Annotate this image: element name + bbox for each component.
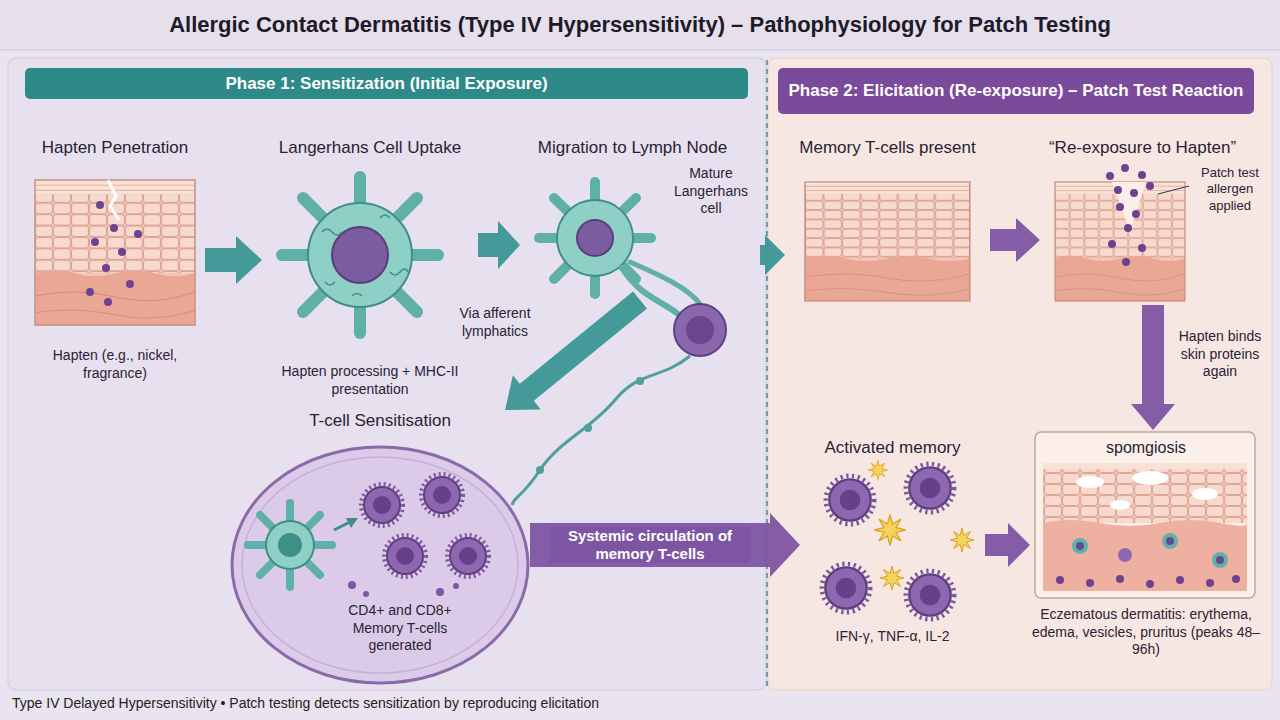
stage-note: CD4+ and CD8+ Memory T-cells generated [325,602,475,655]
histology-box: spomgiosisEczematous dermatitis: erythem… [1030,430,1262,668]
stage-heading: Migration to Lymph Node [520,137,745,158]
lymph-node: T-cell SensitisationCD4+ and CD8+ Memory… [230,410,530,688]
histology-heading: spomgiosis [1030,438,1262,458]
stage-heading: Activated memory [800,437,985,458]
cell-stage: Migration to Lymph NodeMature Langerhans… [520,135,760,300]
flow-arrow [990,218,1040,262]
phase-panel: Phase 2: Elicitation (Re-exposure) – Pat… [768,58,1272,690]
flow-arrow [478,221,520,269]
stage-heading: Hapten Penetration [25,137,205,158]
cell-cluster: Activated memoryIFN-γ, TNF-α, IL-2 [800,435,985,655]
skin-stage: “Re-exposure to Hapten” Patch test allerg… [1040,135,1266,305]
flow-arrow [1131,305,1175,430]
edge-label: Hapten binds skin proteins again [1174,328,1266,381]
skin-stage: Memory T-cells present [785,135,990,305]
stage-heading: T-cell Sensitisation [230,410,530,431]
stage-note: Hapten (e.g., nickel, fragrance) [25,347,205,382]
cell-stage: Langerhans Cell UptakeHapten processing … [262,135,478,400]
cell-label: Mature Langerhans cell [662,165,760,218]
flow-arrow [530,513,800,577]
stage-note: Hapten processing + MHC-II presentation [272,363,468,398]
diagram-title: Allergic Contact Dermatitis (Type IV Hyp… [0,0,1280,50]
stage-heading: “Re-exposure to Hapten” [1040,137,1245,158]
diagram-caption: Type IV Delayed Hypersensitivity • Patch… [12,695,599,711]
annotation-label: Via afferent lymphatics [440,305,550,340]
stage-heading: Langerhans Cell Uptake [262,137,478,158]
phase-panel: Phase 1: Sensitization (Initial Exposure… [8,58,766,690]
flow-arrow [760,235,785,275]
stage-heading: Memory T-cells present [785,137,990,158]
flow-arrow [205,236,262,284]
flow-arrow [985,523,1030,567]
edge-label: Systemic circulation of memory T-cells [550,527,750,563]
callout-label: Patch test allergen applied [1194,165,1266,214]
skin-stage: Hapten PenetrationHapten (e.g., nickel, … [25,135,205,385]
cytokine-list: IFN-γ, TNF-α, IL-2 [800,628,985,646]
stage-note: Eczematous dermatitis: erythema, edema, … [1030,606,1262,659]
phase-header: Phase 2: Elicitation (Re-exposure) – Pat… [778,68,1254,114]
phase-header: Phase 1: Sensitization (Initial Exposure… [25,68,748,99]
